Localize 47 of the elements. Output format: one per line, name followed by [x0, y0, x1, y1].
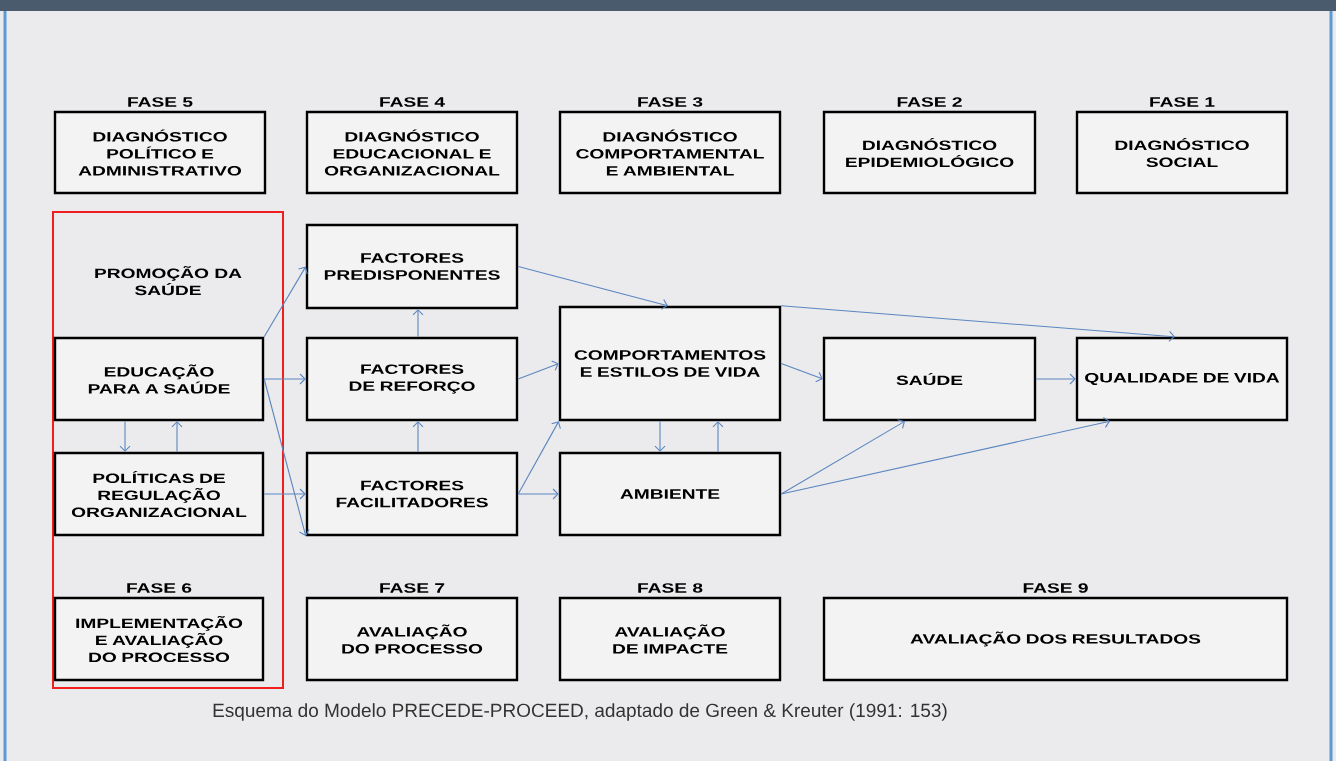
process-box: FACTORES FACILITADORES: [305, 451, 519, 537]
process-box: DIAGNÓSTICO POLÍTICO E ADMINISTRATIVO: [53, 110, 267, 195]
process-box: DIAGNÓSTICO EDUCACIONAL E ORGANIZACIONAL: [305, 110, 519, 195]
arrow: [780, 419, 905, 495]
process-box: DIAGNÓSTICO COMPORTAMENTAL E AMBIENTAL: [558, 110, 782, 195]
heading: FASE 3: [638, 97, 703, 107]
arrow: [412, 421, 424, 453]
arrow: [517, 488, 559, 500]
process-box: IMPLEMENTAÇÃO E AVALIAÇÃO DO PROCESSO: [53, 596, 265, 682]
process-box: DIAGNÓSTICO EPIDEMIOLÓGICO: [822, 110, 1037, 195]
arrow: [780, 362, 823, 383]
heading: FASE 1: [1150, 97, 1215, 107]
process-box: DIAGNÓSTICO SOCIAL: [1075, 110, 1289, 195]
arrow: [263, 373, 306, 385]
arrow: [780, 417, 1110, 495]
heading: FASE 7: [380, 583, 445, 593]
arrow: [263, 266, 308, 338]
process-box: AVALIAÇÃO DO PROCESSO: [305, 596, 519, 682]
arrow: [780, 305, 1175, 342]
heading: FASE 9: [1023, 583, 1088, 593]
caption: Esquema do Modelo PRECEDE-PROCEED, adaptado de Green & Kreuter (1991: 153): [213, 703, 947, 721]
arrow: [517, 360, 559, 380]
arrow: [119, 420, 131, 452]
heading: FASE 2: [897, 97, 962, 107]
arrow: [171, 421, 183, 453]
arrow: [412, 309, 424, 338]
arrow: [654, 420, 666, 452]
process-box: FACTORES DE REFORÇO: [305, 336, 519, 422]
arrow: [517, 265, 668, 310]
process-box: COMPORTAMENTOS E ESTILOS DE VIDA: [558, 305, 782, 422]
heading: FASE 4: [380, 97, 445, 107]
arrow: [712, 421, 724, 453]
process-box: POLÍTICAS DE REGULAÇÃO ORGANIZACIONAL: [53, 451, 265, 537]
process-box: EDUCAÇÃO PARA A SAÚDE: [53, 336, 265, 422]
process-box: AVALIAÇÃO DOS RESULTADOS: [822, 596, 1289, 682]
heading: FASE 6: [127, 583, 192, 593]
process-box: QUALIDADE DE VIDA: [1075, 336, 1289, 422]
process-box: SAÚDE: [822, 336, 1037, 422]
process-box: AVALIAÇÃO DE IMPACTE: [558, 596, 782, 682]
arrow: [263, 378, 310, 537]
process-box: AMBIENTE: [558, 451, 782, 537]
arrow: [263, 488, 306, 500]
heading: FASE 5: [128, 97, 193, 107]
heading: FASE 8: [638, 583, 703, 593]
arrow: [1035, 373, 1076, 385]
arrow: [517, 421, 561, 495]
process-box: FACTORES PREDISPONENTES: [305, 223, 519, 310]
